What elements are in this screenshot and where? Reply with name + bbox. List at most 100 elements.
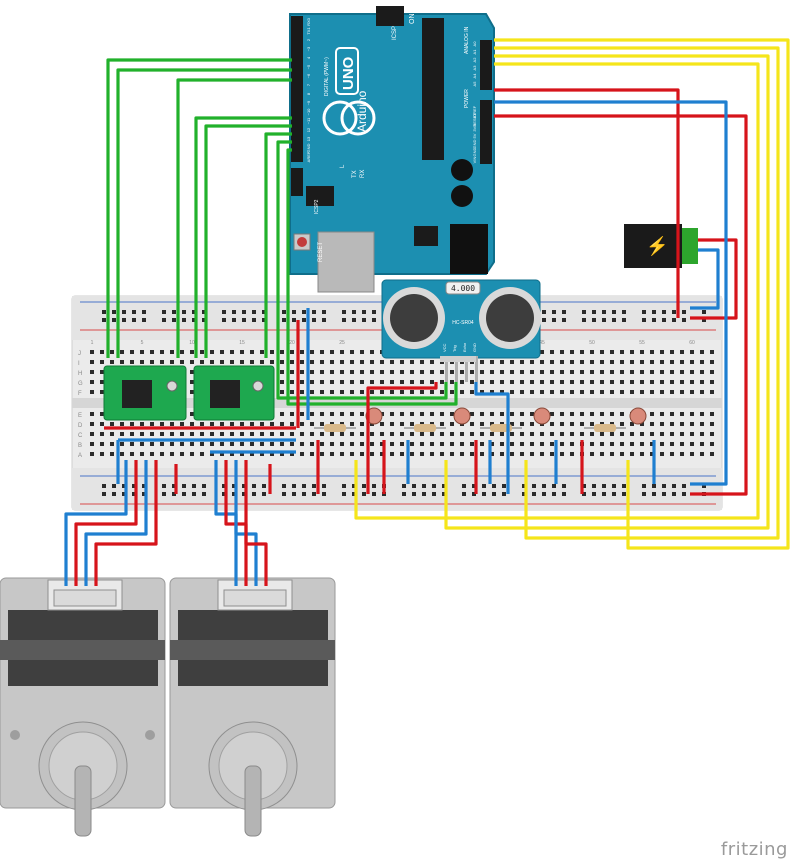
pin-label: 2 (306, 38, 311, 41)
breadboard-hole (410, 422, 414, 426)
breadboard-hole (390, 442, 394, 446)
breadboard-hole (220, 360, 224, 364)
breadboard-hole (160, 360, 164, 364)
breadboard-hole (320, 442, 324, 446)
rail-hole (112, 484, 116, 488)
breadboard-hole (410, 442, 414, 446)
pin-label: 7 (306, 83, 311, 86)
rail-hole (112, 318, 116, 322)
rail-hole (172, 318, 176, 322)
breadboard-hole (310, 442, 314, 446)
breadboard-hole (490, 390, 494, 394)
fritzing-watermark: fritzing (720, 839, 788, 860)
breadboard-hole (490, 370, 494, 374)
breadboard-hole (110, 452, 114, 456)
breadboard-hole (350, 432, 354, 436)
breadboard-hole (640, 422, 644, 426)
breadboard-hole (170, 432, 174, 436)
breadboard-hole (710, 432, 714, 436)
breadboard-hole (620, 432, 624, 436)
rail-hole (132, 484, 136, 488)
breadboard-hole (360, 452, 364, 456)
breadboard-hole (490, 432, 494, 436)
breadboard-hole (660, 390, 664, 394)
rail-hole (222, 318, 226, 322)
breadboard-hole (90, 452, 94, 456)
breadboard-hole (550, 452, 554, 456)
column-number: 10 (189, 340, 195, 346)
breadboard-hole (420, 412, 424, 416)
breadboard-hole (350, 422, 354, 426)
wire-red-sensor (366, 382, 438, 494)
breadboard-hole (530, 390, 534, 394)
breadboard-hole (480, 442, 484, 446)
breadboard-hole (600, 390, 604, 394)
breadboard-hole (330, 350, 334, 354)
breadboard-hole (710, 442, 714, 446)
breadboard-hole (670, 422, 674, 426)
breadboard-hole (640, 350, 644, 354)
breadboard-hole (430, 360, 434, 364)
breadboard-hole (220, 422, 224, 426)
breadboard-hole (490, 360, 494, 364)
column-number: 20 (289, 340, 295, 346)
wire-yellow-3 (444, 54, 770, 530)
breadboard-hole (320, 412, 324, 416)
breadboard-hole (440, 380, 444, 384)
breadboard-hole (190, 350, 194, 354)
arduino-model-label: UNO (340, 56, 357, 90)
rail-hole (532, 492, 536, 496)
breadboard-hole (330, 360, 334, 364)
breadboard-hole (420, 452, 424, 456)
rail-hole (172, 310, 176, 314)
column-number: 15 (239, 340, 245, 346)
breadboard-hole (310, 422, 314, 426)
rail-hole (122, 492, 126, 496)
rail-hole (252, 318, 256, 322)
rail-hole (292, 310, 296, 314)
rail-hole (622, 318, 626, 322)
sensor-pin-label: Echo (462, 342, 467, 352)
rail-hole (262, 484, 266, 488)
pin-label: TX1 (306, 27, 311, 35)
rail-hole (522, 484, 526, 488)
breadboard-hole (490, 452, 494, 456)
breadboard-hole (390, 380, 394, 384)
rail-hole (342, 484, 346, 488)
breadboard-hole (190, 412, 194, 416)
breadboard-hole (580, 390, 584, 394)
row-letter: H (78, 371, 82, 377)
rail-hole (292, 318, 296, 322)
breadboard-hole (490, 412, 494, 416)
breadboard-hole (390, 370, 394, 374)
sensor-model-label: HC-SR04 (452, 320, 474, 326)
breadboard-hole (680, 380, 684, 384)
on-led-label: ON (409, 14, 416, 25)
breadboard-hole (530, 412, 534, 416)
rail-hole (612, 492, 616, 496)
breadboard-hole (150, 452, 154, 456)
rail-hole (112, 310, 116, 314)
breadboard-hole (90, 350, 94, 354)
breadboard-hole (370, 390, 374, 394)
breadboard-hole (330, 442, 334, 446)
rail-hole (652, 492, 656, 496)
rail-hole (672, 310, 676, 314)
rail-hole (102, 484, 106, 488)
breadboard-hole (420, 432, 424, 436)
rail-hole (612, 318, 616, 322)
breadboard-hole (100, 442, 104, 446)
stepper-motor-left (0, 577, 166, 837)
breadboard-hole (270, 350, 274, 354)
breadboard-hole (260, 350, 264, 354)
digital-header-label: DIGITAL (PWM~) (324, 57, 330, 96)
breadboard-hole (210, 422, 214, 426)
wire-motor-l-3 (84, 460, 148, 586)
breadboard-hole (480, 380, 484, 384)
breadboard-hole (140, 442, 144, 446)
breadboard-hole (220, 442, 224, 446)
breadboard-hole (650, 350, 654, 354)
breadboard-hole (640, 390, 644, 394)
breadboard-hole (110, 422, 114, 426)
